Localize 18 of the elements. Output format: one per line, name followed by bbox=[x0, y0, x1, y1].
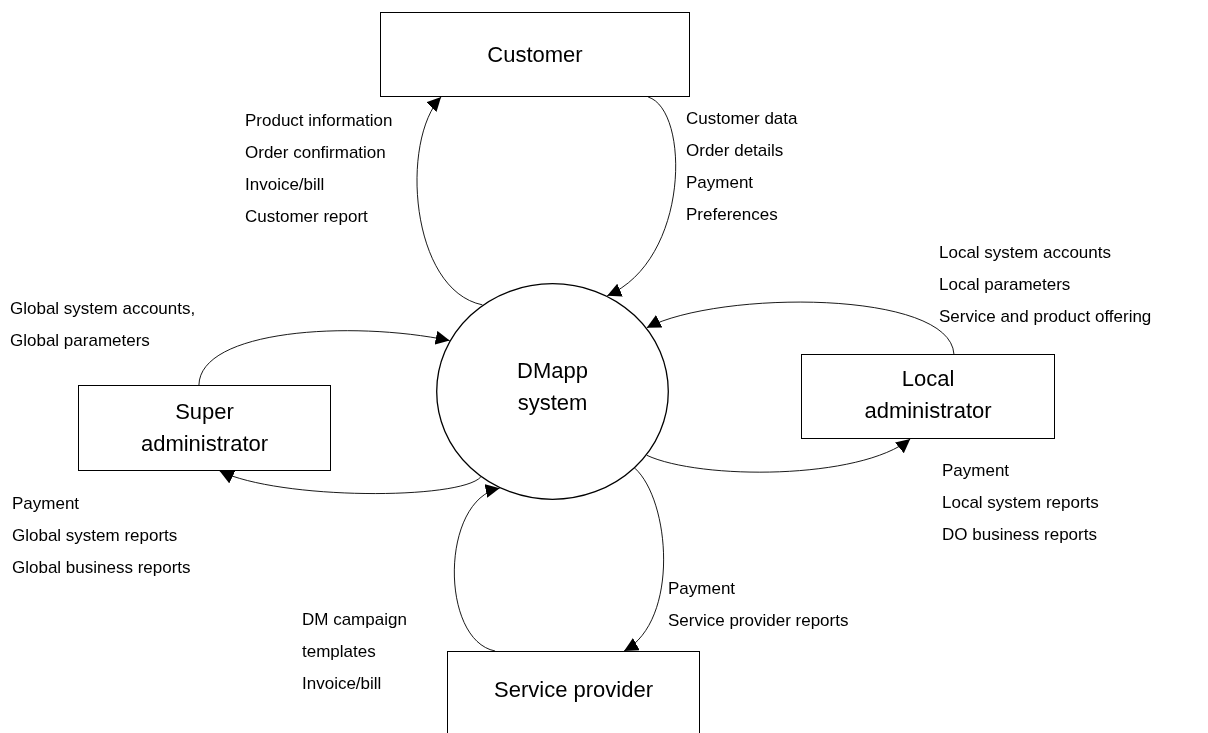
edge-label: Local system accounts Local parameters Service and product offering bbox=[939, 242, 1152, 328]
entity-box bbox=[78, 385, 331, 471]
edge-label: DM campaign templates Invoice/bill bbox=[302, 609, 407, 695]
entity-box bbox=[447, 651, 700, 733]
entity-box bbox=[801, 354, 1055, 439]
entity-box bbox=[380, 12, 690, 97]
node-label: Customer bbox=[486, 41, 584, 69]
node-label: Super administrator bbox=[139, 398, 270, 458]
process-circle bbox=[436, 283, 669, 500]
edge-label: Payment Service provider reports bbox=[668, 578, 849, 632]
node-label: Local administrator bbox=[863, 365, 993, 425]
edge-label: Payment Local system reports DO business reports bbox=[942, 460, 1099, 546]
edge-label: Payment Global system reports Global business reports bbox=[12, 493, 191, 579]
edge-label: Customer data Order details Payment Preferences bbox=[686, 108, 798, 226]
edge-label: Global system accounts, Global parameters bbox=[10, 298, 196, 352]
edge-label: Product information Order confirmation Invoice/bill Customer report bbox=[245, 110, 393, 228]
node-label: DMapp system bbox=[516, 357, 589, 417]
node-label: Service provider bbox=[493, 676, 654, 704]
